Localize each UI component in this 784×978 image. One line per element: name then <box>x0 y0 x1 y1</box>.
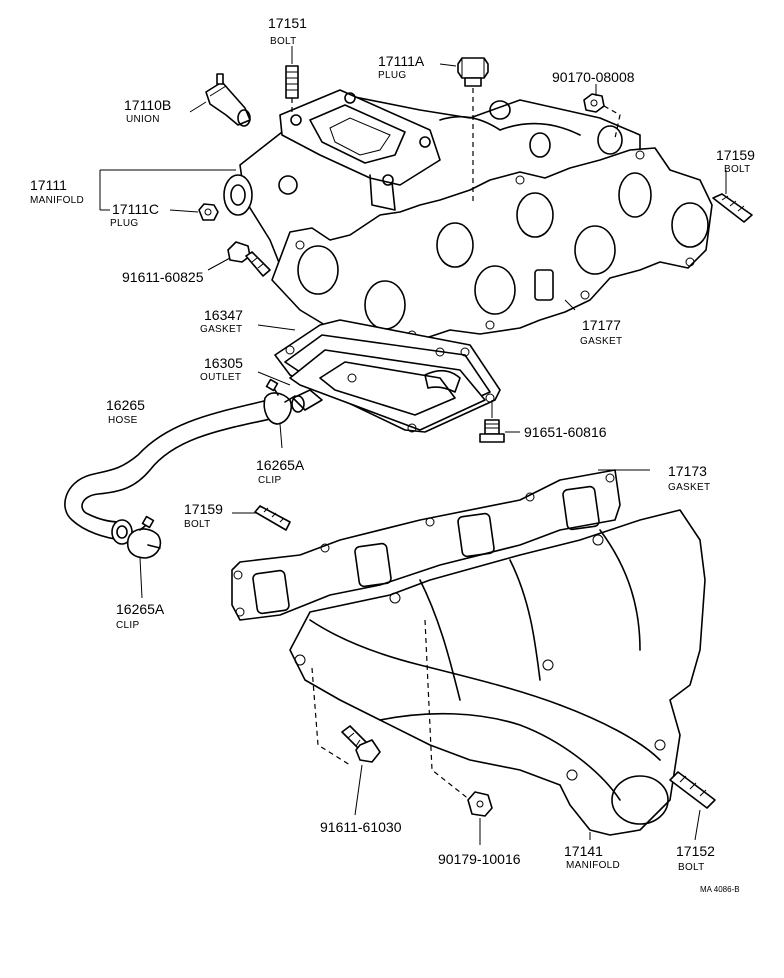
bolt-91651-drawing <box>479 400 505 443</box>
part-number: 17111A <box>378 53 425 69</box>
clip-upper-drawing <box>263 378 296 425</box>
part-number: 16347 <box>204 307 243 323</box>
drawing-reference-code: MA 4086-B <box>700 885 740 894</box>
clip-lower-drawing <box>126 515 162 559</box>
label-16265-hose: 16265 HOSE <box>106 397 145 426</box>
part-name: UNION <box>126 114 160 125</box>
bolt-17159-lower-drawing <box>254 505 291 531</box>
part-number: 91611-61030 <box>320 819 402 835</box>
part-name: PLUG <box>378 70 406 81</box>
label-17111: 17111 MANIFOLD <box>30 177 84 206</box>
part-number: 17159 <box>716 147 755 163</box>
nut-90170-drawing <box>583 93 621 139</box>
bolt-17152-drawing <box>669 771 716 809</box>
bolt-17151-drawing <box>285 65 299 112</box>
label-17159-lower: 17159 BOLT <box>184 501 223 530</box>
part-number: 17141 <box>564 843 603 859</box>
label-91611-60825: 91611-60825 <box>122 269 204 285</box>
label-16265A-lower: 16265A CLIP <box>116 601 165 631</box>
label-17110B: 17110B UNION <box>124 97 171 125</box>
part-name: OUTLET <box>200 372 241 383</box>
part-number: 16305 <box>204 355 243 371</box>
label-90179-10016: 90179-10016 <box>438 851 521 867</box>
label-17159-upper: 17159 BOLT <box>716 147 755 175</box>
part-number: 17111C <box>112 201 159 217</box>
label-17151: 17151 BOLT <box>268 15 307 47</box>
part-name: CLIP <box>116 620 139 631</box>
part-name: BOLT <box>184 519 211 530</box>
label-16305: 16305 OUTLET <box>200 355 243 383</box>
label-16347: 16347 GASKET <box>200 307 243 335</box>
part-number: 90179-10016 <box>438 851 521 867</box>
part-number: 17173 <box>668 463 707 479</box>
part-name: BOLT <box>270 36 297 47</box>
part-name: PLUG <box>110 218 138 229</box>
leader-lines <box>99 46 727 845</box>
label-91611-61030: 91611-61030 <box>320 819 402 835</box>
part-name: BOLT <box>678 862 705 873</box>
part-number: 90170-08008 <box>552 69 635 85</box>
part-number: 16265 <box>106 397 145 413</box>
plug-17111A-drawing <box>457 57 489 205</box>
part-name: CLIP <box>258 475 281 486</box>
label-91651-60816: 91651-60816 <box>524 424 607 440</box>
part-number: 17177 <box>582 317 621 333</box>
part-number: 17110B <box>124 97 171 113</box>
bolt-91611-60825-drawing <box>227 241 271 277</box>
label-17141: 17141 MANIFOLD <box>564 843 620 871</box>
label-16265A-upper: 16265A CLIP <box>256 457 305 486</box>
part-number: 91651-60816 <box>524 424 607 440</box>
bolt-17159-upper-drawing <box>712 193 753 223</box>
label-17111C: 17111C PLUG <box>110 201 159 229</box>
part-number: 17151 <box>268 15 307 31</box>
part-name: MANIFOLD <box>566 860 620 871</box>
exhaust-manifold-drawing <box>289 509 706 836</box>
part-name: GASKET <box>200 324 242 335</box>
hose-16265-drawing <box>64 399 276 545</box>
nut-90179-drawing <box>467 791 493 817</box>
part-name: HOSE <box>108 415 138 426</box>
part-number: 17111 <box>30 177 67 193</box>
plug-17111C-drawing <box>198 203 219 221</box>
label-90170-08008: 90170-08008 <box>552 69 635 85</box>
part-number: 16265A <box>116 601 165 617</box>
label-17173: 17173 GASKET <box>668 463 710 493</box>
part-name: BOLT <box>724 164 751 175</box>
part-name: GASKET <box>580 336 622 347</box>
bolt-91611-61030-drawing <box>341 725 381 763</box>
union-17110B-drawing <box>205 73 251 127</box>
label-17152: 17152 BOLT <box>676 843 715 873</box>
label-17111A: 17111A PLUG <box>378 53 425 81</box>
gasket-17173-drawing <box>231 469 621 621</box>
part-name: MANIFOLD <box>30 195 84 206</box>
part-number: 17152 <box>676 843 715 859</box>
part-number: 17159 <box>184 501 223 517</box>
part-name: GASKET <box>668 482 710 493</box>
part-number: 91611-60825 <box>122 269 204 285</box>
outlet-and-gasket-drawing <box>274 319 501 433</box>
label-17177: 17177 GASKET <box>580 317 622 347</box>
part-number: 16265A <box>256 457 305 473</box>
